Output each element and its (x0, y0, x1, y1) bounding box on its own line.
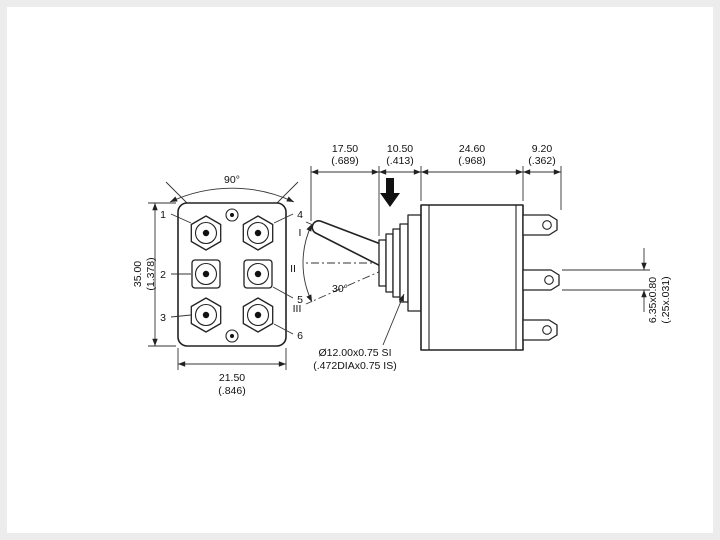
thread-spec-callout: Ø12.00x0.75 SI (.472DIAx0.75 IS) (313, 293, 405, 372)
terminal-callouts: 1 2 3 4 5 6 (160, 209, 303, 342)
side-dim1-mm: 17.50 (332, 143, 358, 155)
terminal-size-dimension: 6.35x0.80 (.25x.031) (562, 248, 672, 324)
mounting-hole-bottom (225, 329, 239, 343)
throw-angle-label: 30° (332, 283, 348, 295)
side-dim4-in: (.362) (528, 155, 555, 167)
side-dim2-mm: 10.50 (387, 143, 413, 155)
position-3-label: III (293, 303, 302, 315)
side-dim1-in: (.689) (331, 155, 358, 167)
thread-spec-line1: Ø12.00x0.75 SI (319, 347, 392, 359)
side-top-dimensions: 17.50 (.689) 10.50 (.413) 24.60 (.968) 9… (310, 143, 562, 236)
terminal-6-label: 6 (297, 330, 303, 342)
front-height-in: (1.378) (145, 257, 157, 290)
side-dim4-mm: 9.20 (532, 143, 553, 155)
position-2-label: II (290, 263, 296, 275)
side-dim2-in: (.413) (386, 155, 413, 167)
terminal-size-mm: 6.35x0.80 (647, 277, 659, 323)
front-view: 90° (132, 174, 303, 397)
terminal-5-label: 5 (297, 294, 303, 306)
thread-spec-line2: (.472DIAx0.75 IS) (313, 360, 396, 372)
front-height-dimension: 35.00 (1.378) (132, 202, 176, 347)
front-width-dimension: 21.50 (.846) (177, 348, 287, 397)
spade-terminals (522, 214, 560, 341)
side-view: 17.50 (.689) 10.50 (.413) 24.60 (.968) 9… (290, 143, 672, 372)
front-angle-label: 90° (224, 174, 240, 186)
position-1-label: I (299, 227, 302, 239)
terminal-screws (190, 215, 274, 333)
front-width-mm: 21.50 (219, 372, 245, 384)
terminal-4-label: 4 (297, 209, 303, 221)
terminal-size-in: (.25x.031) (660, 276, 672, 323)
terminal-2-label: 2 (160, 269, 166, 281)
mounting-hole-top (225, 208, 239, 222)
side-dim3-mm: 24.60 (459, 143, 485, 155)
terminal-1-label: 1 (160, 209, 166, 221)
throw-angle-dimension: 30° I II III (290, 223, 348, 315)
terminal-3-label: 3 (160, 312, 166, 324)
switch-body (420, 204, 524, 351)
front-width-in: (.846) (218, 385, 245, 397)
front-height-mm: 35.00 (132, 261, 144, 287)
push-direction-arrow-icon (380, 178, 400, 207)
side-dim3-in: (.968) (458, 155, 485, 167)
bushing-stack (378, 214, 422, 312)
